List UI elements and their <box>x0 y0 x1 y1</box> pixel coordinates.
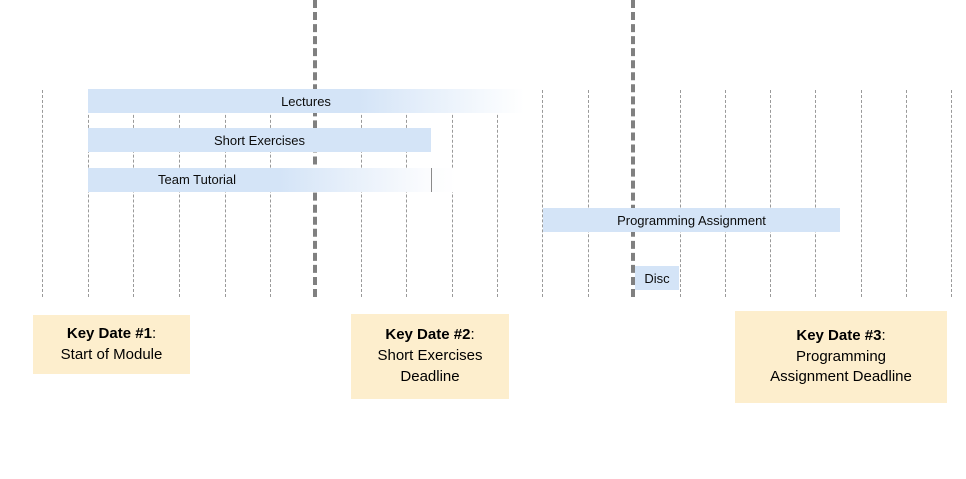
key-date-box-3[interactable]: Key Date #3: Programming Assignment Dead… <box>735 311 947 403</box>
key-date-title: Key Date #3: <box>796 326 885 347</box>
gridline <box>497 90 498 297</box>
task-bar-disc[interactable]: Disc <box>635 266 679 290</box>
key-date-subtitle-line: Programming <box>795 347 887 365</box>
key-date-colon: : <box>881 326 886 344</box>
gridline <box>725 90 726 297</box>
gridline <box>680 90 681 297</box>
task-bar-short-exercises[interactable]: Short Exercises <box>88 128 431 152</box>
task-bar-team-tutorial[interactable]: Team Tutorial <box>88 168 456 192</box>
gridline <box>861 90 862 297</box>
key-date-box-2[interactable]: Key Date #2: Short Exercises Deadline <box>351 314 509 399</box>
key-date-subtitle-line: Assignment Deadline <box>770 368 912 386</box>
key-date-title-text: Key Date #3 <box>796 326 882 344</box>
task-bar-label: Team Tutorial <box>158 172 237 187</box>
key-date-subtitle-line: Deadline <box>400 367 460 385</box>
task-bar-programming-assignment[interactable]: Programming Assignment <box>543 208 840 232</box>
key-date-subtitle-line: Start of Module <box>60 345 163 363</box>
gridline <box>270 90 271 297</box>
gridline <box>88 90 89 297</box>
key-date-title-text: Key Date #2 <box>385 326 471 344</box>
gridline <box>406 90 407 297</box>
gridline <box>361 90 362 297</box>
gridline <box>815 90 816 297</box>
gridline <box>452 90 453 297</box>
key-date-title: Key Date #2: <box>385 325 474 346</box>
task-bar-lectures[interactable]: Lectures <box>88 89 524 113</box>
gridline <box>951 90 952 297</box>
task-bar-label: Disc <box>644 270 670 286</box>
task-bar-label: Lectures <box>281 93 331 109</box>
key-date-subtitle-line: Short Exercises <box>377 347 483 365</box>
key-date-title-text: Key Date #1 <box>66 324 152 342</box>
gridline <box>133 90 134 297</box>
gridline <box>542 90 543 297</box>
key-date-colon: : <box>151 324 157 342</box>
gridline <box>42 90 43 297</box>
key-date-title: Key Date #1: <box>67 324 156 345</box>
gridline <box>906 90 907 297</box>
key-date-marker-3 <box>631 0 635 297</box>
gridline <box>770 90 771 297</box>
task-bar-segment-divider <box>431 168 432 192</box>
task-bar-label: Short Exercises <box>213 132 306 148</box>
key-date-box-1[interactable]: Key Date #1: Start of Module <box>33 315 190 374</box>
gridline <box>588 90 589 297</box>
gridline <box>179 90 180 297</box>
key-date-colon: : <box>470 326 475 344</box>
gridline <box>225 90 226 297</box>
task-bar-label: Programming Assignment <box>617 212 766 228</box>
